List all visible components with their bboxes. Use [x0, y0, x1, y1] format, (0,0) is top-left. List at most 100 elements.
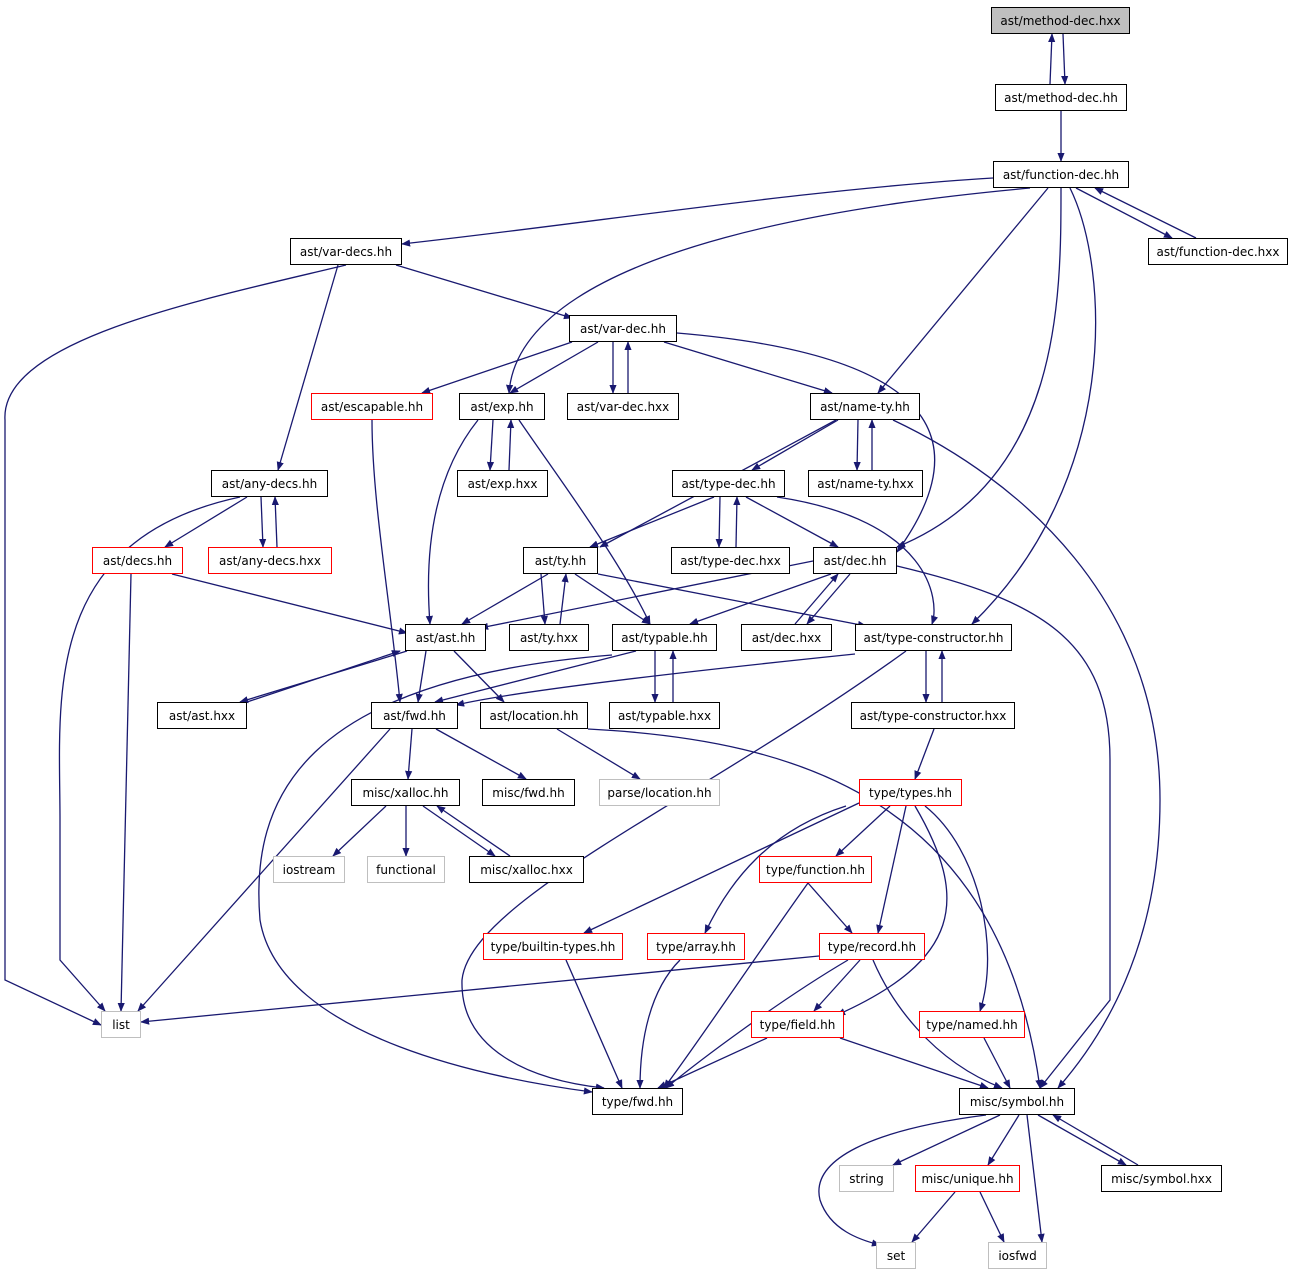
node-ast-function-dec-hh[interactable]: ast/function-dec.hh — [993, 161, 1129, 188]
dependency-edge — [486, 419, 495, 471]
dependency-edge — [1075, 187, 1173, 239]
node-ast-ty-hh[interactable]: ast/ty.hh — [523, 547, 598, 574]
node-misc-xalloc-hh[interactable]: misc/xalloc.hh — [351, 779, 460, 806]
node-type-fwd-hh[interactable]: type/fwd.hh — [592, 1088, 683, 1115]
node-ast-any-decs-hxx[interactable]: ast/any-decs.hxx — [208, 547, 332, 574]
dependency-edge — [421, 341, 573, 394]
dependency-edge — [565, 959, 623, 1089]
node-label: misc/xalloc.hh — [362, 785, 449, 800]
node-ast-var-dec-hh[interactable]: ast/var-dec.hh — [569, 315, 677, 342]
node-parse-location-hh: parse/location.hh — [599, 779, 720, 806]
node-ast-name-ty-hxx[interactable]: ast/name-ty.hxx — [808, 470, 923, 497]
node-label: ast/method-dec.hh — [1004, 90, 1118, 105]
dependency-edge — [436, 805, 511, 857]
dependency-edge — [395, 264, 573, 320]
node-misc-symbol-hxx[interactable]: misc/symbol.hxx — [1101, 1165, 1222, 1192]
node-label: ast/exp.hh — [470, 399, 534, 414]
node-ast-ty-hxx[interactable]: ast/ty.hxx — [509, 624, 589, 651]
dependency-edge — [415, 650, 427, 703]
node-ast-location-hh[interactable]: ast/location.hh — [480, 702, 588, 729]
dependency-edge — [171, 573, 408, 635]
dependency-edge — [751, 419, 839, 471]
dependency-edge — [1094, 187, 1197, 239]
dependency-edge — [836, 805, 948, 1016]
node-label: misc/symbol.hxx — [1111, 1171, 1212, 1186]
node-type-field-hh[interactable]: type/field.hh — [751, 1011, 844, 1038]
node-label: ast/escapable.hh — [320, 399, 424, 414]
node-misc-unique-hh[interactable]: misc/unique.hh — [915, 1165, 1020, 1192]
node-label: type/builtin-types.hh — [490, 939, 616, 954]
node-ast-typable-hh[interactable]: ast/typable.hh — [612, 624, 717, 651]
node-list: list — [101, 1011, 141, 1038]
node-ast-decs-hh[interactable]: ast/decs.hh — [92, 547, 183, 574]
dependency-edge — [872, 959, 1003, 1089]
node-label: ast/method-dec.hxx — [1000, 13, 1121, 28]
node-ast-escapable-hh[interactable]: ast/escapable.hh — [311, 393, 433, 420]
node-ast-typable-hxx[interactable]: ast/typable.hxx — [609, 702, 720, 729]
node-label: ast/ty.hxx — [519, 630, 579, 645]
node-type-function-hh[interactable]: type/function.hh — [759, 856, 872, 883]
node-ast-method-dec-hh[interactable]: ast/method-dec.hh — [995, 84, 1127, 111]
node-ast-fwd-hh[interactable]: ast/fwd.hh — [371, 702, 458, 729]
node-label: ast/any-decs.hxx — [218, 553, 321, 568]
node-label: type/field.hh — [759, 1017, 836, 1032]
node-type-builtin-types-hh[interactable]: type/builtin-types.hh — [483, 933, 623, 960]
node-label: ast/ty.hh — [534, 553, 587, 568]
dependency-edge — [924, 805, 989, 1012]
dependency-edge — [405, 728, 413, 780]
node-misc-symbol-hh[interactable]: misc/symbol.hh — [959, 1088, 1075, 1115]
node-label: misc/unique.hh — [921, 1171, 1014, 1186]
dependency-edge — [137, 728, 391, 1012]
dependency-edge — [987, 1114, 1020, 1166]
node-ast-function-dec-hxx[interactable]: ast/function-dec.hxx — [1148, 238, 1288, 265]
node-ast-name-ty-hh[interactable]: ast/name-ty.hh — [810, 393, 920, 420]
dependency-edge — [583, 802, 860, 934]
node-misc-fwd-hh[interactable]: misc/fwd.hh — [482, 779, 575, 806]
node-ast-type-constructor-hxx[interactable]: ast/type-constructor.hxx — [851, 702, 1015, 729]
dependency-edge — [979, 1191, 1005, 1243]
node-label: set — [886, 1248, 906, 1263]
node-ast-type-constructor-hh[interactable]: ast/type-constructor.hh — [855, 624, 1012, 651]
node-ast-var-decs-hh[interactable]: ast/var-decs.hh — [290, 238, 402, 265]
node-label: ast/name-ty.hxx — [817, 476, 914, 491]
node-misc-xalloc-hxx[interactable]: misc/xalloc.hxx — [469, 856, 584, 883]
node-ast-dec-hxx[interactable]: ast/dec.hxx — [741, 624, 832, 651]
node-type-named-hh[interactable]: type/named.hh — [919, 1011, 1025, 1038]
dependency-edge — [435, 728, 527, 780]
node-label: type/function.hh — [766, 862, 865, 877]
node-ast-any-decs-hh[interactable]: ast/any-decs.hh — [211, 470, 328, 497]
node-ast-exp-hh[interactable]: ast/exp.hh — [459, 393, 545, 420]
dependency-edge — [589, 496, 715, 548]
node-ast-type-dec-hxx[interactable]: ast/type-dec.hxx — [671, 547, 790, 574]
node-label: parse/location.hh — [607, 785, 712, 800]
node-iosfwd: iosfwd — [988, 1242, 1047, 1269]
dependency-edge — [665, 959, 849, 1089]
node-ast-type-dec-hh[interactable]: ast/type-dec.hh — [672, 470, 785, 497]
node-label: ast/ast.hxx — [168, 708, 236, 723]
node-type-array-hh[interactable]: type/array.hh — [647, 933, 745, 960]
dependency-edge — [676, 332, 936, 553]
dependency-edge — [776, 496, 938, 625]
dependency-edge — [371, 419, 403, 703]
dependency-edge — [332, 805, 387, 857]
node-ast-var-dec-hxx[interactable]: ast/var-dec.hxx — [567, 393, 679, 420]
dependency-edge — [559, 573, 569, 625]
node-type-types-hh[interactable]: type/types.hh — [859, 779, 962, 806]
dependency-edge — [892, 1114, 1001, 1166]
dependency-edge — [507, 419, 515, 471]
node-type-record-hh[interactable]: type/record.hh — [819, 933, 925, 960]
node-ast-ast-hh[interactable]: ast/ast.hh — [405, 624, 486, 651]
node-label: ast/any-decs.hh — [221, 476, 318, 491]
dependency-edge — [164, 496, 248, 548]
dependency-edge — [663, 341, 833, 395]
node-ast-exp-hxx[interactable]: ast/exp.hxx — [457, 470, 548, 497]
node-label: ast/type-constructor.hxx — [859, 708, 1007, 723]
node-label: type/record.hh — [827, 939, 917, 954]
node-ast-dec-hh[interactable]: ast/dec.hh — [813, 547, 897, 574]
node-label: ast/name-ty.hh — [820, 399, 910, 414]
node-string: string — [839, 1165, 894, 1192]
dependency-edge — [425, 419, 479, 625]
dependency-edge — [4, 264, 347, 1026]
node-label: ast/exp.hxx — [467, 476, 538, 491]
node-ast-ast-hxx[interactable]: ast/ast.hxx — [157, 702, 247, 729]
